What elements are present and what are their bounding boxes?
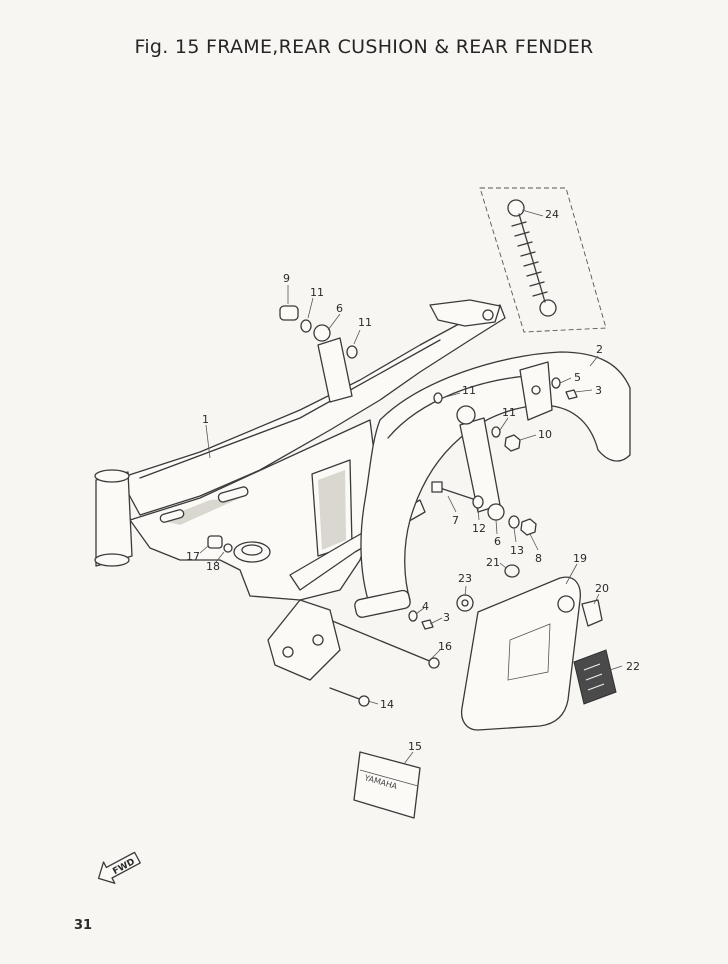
callout-4: 4: [422, 600, 429, 613]
callout-11-b: 11: [358, 316, 372, 329]
emblem-22: [573, 649, 617, 705]
callout-11-c: 11: [462, 384, 476, 397]
callout-6-a: 6: [336, 302, 343, 315]
callout-7: 7: [452, 514, 459, 527]
callout-1: 1: [202, 413, 209, 426]
rear-cushion-assembly-24: [479, 187, 607, 333]
forward-arrow-icon: FWD: [97, 851, 141, 884]
callout-13: 13: [510, 544, 524, 557]
callout-16: 16: [438, 640, 452, 653]
callout-5: 5: [574, 371, 581, 384]
callout-9: 9: [283, 272, 290, 285]
callout-12: 12: [472, 522, 486, 535]
callout-23: 23: [458, 572, 472, 585]
callout-11-d: 11: [502, 406, 516, 419]
callout-11-a: 11: [310, 286, 324, 299]
callout-22: 22: [626, 660, 640, 673]
figure-title: Fig. 15 FRAME,REAR CUSHION & REAR FENDER: [134, 36, 594, 58]
shock-absorber-left: [313, 324, 353, 403]
rear-fender-2: [354, 351, 631, 618]
page-number: 31: [74, 918, 93, 933]
callout-24: 24: [545, 208, 559, 221]
main-frame-1: [94, 299, 506, 601]
callout-21: 21: [486, 556, 500, 569]
callout-19: 19: [573, 552, 587, 565]
side-cover-19: [460, 576, 581, 731]
callout-6-b: 6: [494, 535, 501, 548]
callout-18: 18: [206, 560, 220, 573]
callout-15: 15: [408, 740, 422, 753]
callout-2: 2: [596, 343, 603, 356]
hardware-parts: [207, 305, 603, 707]
callout-8: 8: [535, 552, 542, 565]
callout-14: 14: [380, 698, 394, 711]
callout-17: 17: [186, 550, 200, 563]
shock-absorber-right: [456, 405, 505, 521]
tool-bag-15: YAMAHA: [353, 751, 421, 819]
leader-lines: [199, 209, 623, 765]
callout-3-a: 3: [595, 384, 602, 397]
callout-10: 10: [538, 428, 552, 441]
callout-20: 20: [595, 582, 609, 595]
callout-3-b: 3: [443, 611, 450, 624]
callout-labels: 9 11 6 11 1 2 5 3 11 11 10 7 12 6 13 8 2…: [186, 208, 640, 753]
